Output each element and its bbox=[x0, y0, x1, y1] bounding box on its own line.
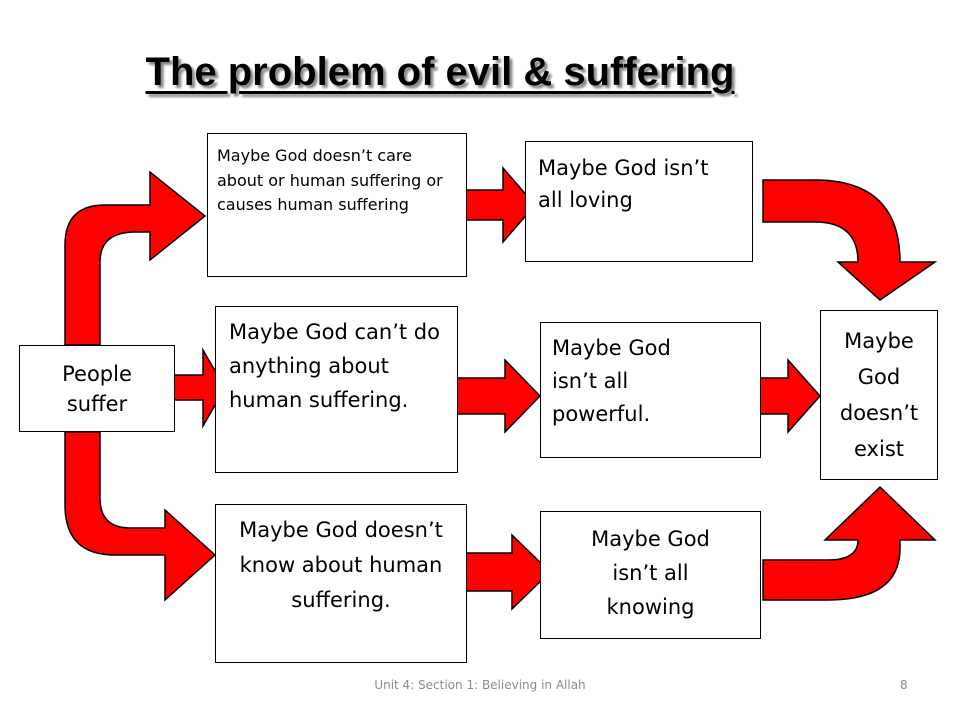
page-number: 8 bbox=[900, 678, 908, 692]
doesnt-know-box: Maybe God doesn’t know about human suffe… bbox=[215, 504, 467, 663]
arrow-not-care-to-not-loving bbox=[456, 165, 536, 245]
doesnt-exist-text: Maybe God doesn’t exist bbox=[839, 329, 919, 461]
doesnt-exist-box: Maybe God doesn’t exist bbox=[820, 310, 938, 480]
curved-arrow-loving-to-exist bbox=[762, 179, 938, 301]
slide-title: The problem of evil & suffering bbox=[145, 50, 735, 94]
not-powerful-box: Maybe God isn’t all powerful. bbox=[540, 322, 761, 458]
arrow-doesnt-know-to-not-knowing bbox=[462, 533, 552, 611]
not-knowing-text: Maybe God isn’t all knowing bbox=[591, 527, 710, 619]
slide-footer: Unit 4: Section 1: Believing in Allah bbox=[374, 678, 586, 692]
people-suffer-text: People suffer bbox=[62, 361, 132, 416]
not-care-text: Maybe God doesn’t care about or human su… bbox=[217, 146, 443, 214]
not-loving-box: Maybe God isn’t all loving bbox=[525, 141, 753, 262]
cant-do-box: Maybe God can’t do anything about human … bbox=[215, 306, 458, 473]
curved-arrow-down-to-bottom bbox=[64, 431, 217, 602]
not-powerful-text: Maybe God isn’t all powerful. bbox=[552, 336, 671, 426]
curved-arrow-knowing-to-exist bbox=[762, 485, 937, 601]
people-suffer-box: People suffer bbox=[19, 345, 175, 432]
doesnt-know-text: Maybe God doesn’t know about human suffe… bbox=[239, 518, 443, 612]
cant-do-text: Maybe God can’t do anything about human … bbox=[229, 320, 440, 412]
not-knowing-box: Maybe God isn’t all knowing bbox=[540, 511, 761, 639]
arrow-cant-do-to-not-powerful bbox=[456, 358, 542, 434]
not-loving-text: Maybe God isn’t all loving bbox=[538, 156, 709, 212]
not-care-box: Maybe God doesn’t care about or human su… bbox=[207, 133, 467, 277]
arrow-not-powerful-to-doesnt-exist bbox=[751, 358, 822, 434]
curved-arrow-up-to-top bbox=[64, 170, 207, 346]
